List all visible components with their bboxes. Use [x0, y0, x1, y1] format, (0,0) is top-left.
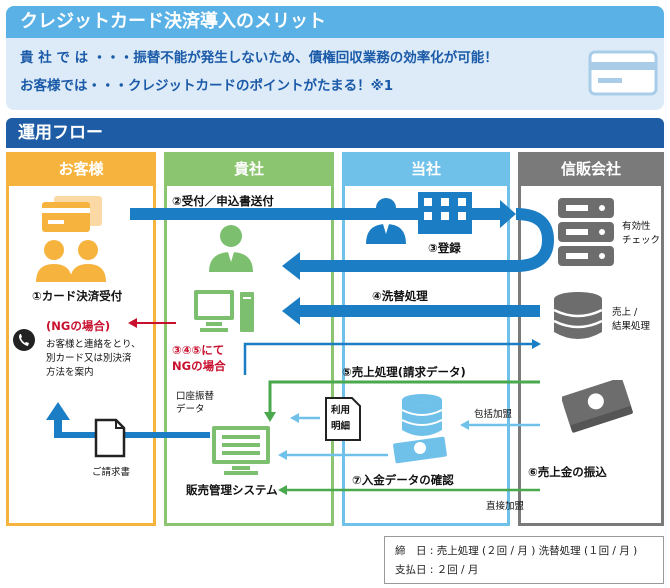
sales-system-monitor-icon	[212, 426, 270, 475]
ng-note-line3: 方法を案内	[46, 367, 94, 378]
step1-label: ①カード決済受付	[32, 289, 123, 303]
statement-label-2: 明細	[331, 421, 351, 432]
ng-steps-label-1: ③④⑤にて	[172, 343, 225, 357]
step2-label: ②受付／申込書送付	[172, 194, 274, 208]
credit-cards-icon	[42, 196, 102, 232]
us-column-header: 当社	[342, 152, 510, 186]
money-stack-icon	[393, 436, 447, 464]
server-icon	[558, 198, 614, 266]
merit-title: クレジットカード決済導入のメリット	[6, 6, 664, 38]
bank-transfer-label-2: データ	[176, 404, 205, 415]
validity-label-2: チェック	[622, 235, 661, 246]
arrow-step2	[130, 200, 516, 228]
statement-document-icon	[325, 397, 361, 441]
schedule-legend: 締 日 : 売上処理 (２回 / 月 ) 洗替処理 (１回 / 月 ) 支払日 …	[384, 536, 664, 584]
sales-result-label-2: 結果処理	[612, 321, 651, 332]
staff-icon	[209, 225, 253, 272]
direct-deposit-label: 直接加盟	[486, 501, 525, 512]
sales-result-label-1: 売上 /	[612, 307, 638, 318]
bank-transfer-label-1: 口座振替	[176, 391, 215, 402]
arrow-step4	[282, 297, 540, 325]
arrow-step3	[282, 252, 516, 280]
step4-label: ④洗替処理	[372, 289, 428, 303]
office-building-icon	[418, 192, 472, 234]
invoice-label: ご請求書	[92, 467, 131, 478]
step3-label: ③登録	[428, 241, 461, 255]
step7-label: ⑦入金データの確認	[352, 473, 454, 487]
ng-note-line2: 別カード又は別決済	[46, 353, 132, 364]
computer-icon	[194, 290, 254, 332]
bundled-deposit-label: 包括加盟	[474, 409, 513, 420]
phone-icon	[13, 329, 35, 351]
ng-case-label: (NGの場合)	[46, 319, 111, 333]
ng-note-line1: お客様と連絡をとり、	[46, 339, 141, 350]
card-database-icon	[553, 292, 603, 339]
payment-date-text: 支払日 : ２回 / 月	[395, 564, 479, 576]
credit-card-icon	[588, 50, 658, 96]
merit-customer-line: お客様では・・・クレジットカードのポイントがたまる！※1	[20, 78, 394, 94]
closing-date-text: 締 日 : 売上処理 (２回 / 月 ) 洗替処理 (１回 / 月 )	[395, 545, 638, 557]
arrow-step5	[268, 380, 540, 414]
flow-title: 運用フロー	[6, 118, 664, 148]
card-company-column-header: 信販会社	[518, 152, 664, 186]
customer-column-header: お客様	[6, 152, 156, 186]
merit-company-line: 貴 社 で は ・・・振替不能が発生しないため、債権回収業務の効率化が可能！	[20, 50, 498, 66]
step5-label: ⑤売上処理(請求データ)	[342, 365, 466, 379]
sales-system-label: 販売管理システム	[186, 483, 278, 497]
validity-label-1: 有効性	[622, 221, 651, 232]
money-bundle-icon	[562, 380, 633, 433]
arrow-to-card-thin	[243, 342, 532, 375]
arrow-invoice	[46, 402, 210, 438]
operator-icon	[366, 198, 406, 244]
invoice-document-icon	[94, 418, 126, 458]
customers-icon	[36, 240, 106, 282]
ng-steps-label-2: NGの場合	[172, 359, 226, 373]
step6-label: ⑥売上金の振込	[528, 465, 607, 479]
database-icon	[401, 394, 443, 436]
company-column-header: 貴社	[164, 152, 334, 186]
statement-label-1: 利用	[331, 405, 351, 416]
arrow-uturn	[515, 208, 555, 272]
